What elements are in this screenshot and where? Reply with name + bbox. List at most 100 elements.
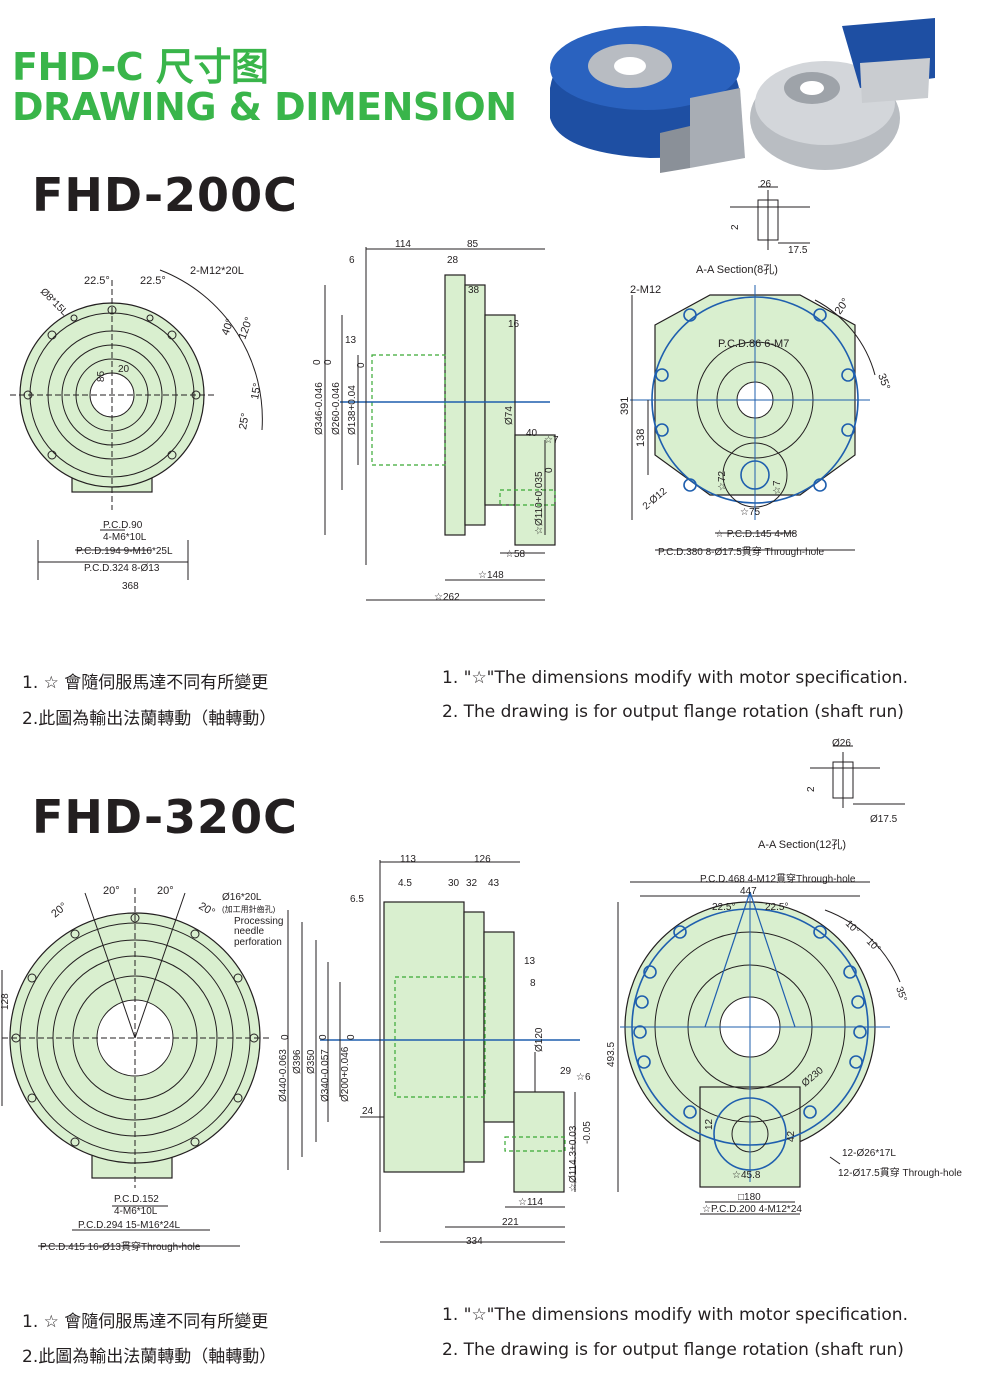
front320-proc-1: Processing <box>234 916 283 927</box>
rear320-dim-12: 12 <box>704 1118 715 1130</box>
front320-pcd294: P.C.D.294 15-M16*24L <box>78 1220 181 1231</box>
section-detail-200c: 26 2 17.5 A-A Section(8孔) <box>696 179 810 276</box>
front320-pcd152: P.C.D.152 <box>114 1194 159 1205</box>
side320-dim-126: 126 <box>474 854 491 865</box>
front-angle-b: 22.5° <box>140 275 166 287</box>
side320-d114-3-bottom: -0.05 <box>582 1121 593 1144</box>
rear320-height: 493.5 <box>606 1042 617 1067</box>
product-photos <box>550 18 935 173</box>
front320-angle-c: 20° <box>157 885 174 897</box>
rear-d75: ☆75 <box>740 507 761 518</box>
side320-dim-32: 32 <box>466 878 478 889</box>
front320-tap-cn: (加工用針齒孔) <box>222 904 276 914</box>
fhd320c-rear-view: P.C.D.468 4-M12貫穿Through-hole 447 22.5° … <box>606 872 962 1215</box>
fhd320c-side-view: 113 126 4.5 30 32 43 6.5 0 Ø440-0.063 Ø3… <box>278 854 593 1247</box>
side-d74: Ø74 <box>504 406 515 425</box>
front-tap: 2-M12*20L <box>190 265 244 277</box>
rear-angle-35: 35° <box>875 372 892 392</box>
side-dim-58: ☆58 <box>505 549 526 560</box>
title-english: DRAWING & DIMENSION <box>12 85 517 129</box>
model-title-fhd320c: FHD-320C <box>32 790 298 844</box>
front320-tap: Ø16*20L <box>222 892 262 903</box>
silver-actuator-photo <box>750 18 935 170</box>
side-d346-top: 0 <box>312 359 323 365</box>
side320-dim-8: 8 <box>530 978 536 989</box>
side320-d350: Ø350 <box>306 1049 317 1074</box>
front320-pcd152-holes: 4-M6*10L <box>114 1206 158 1217</box>
side320-d440-top: 0 <box>280 1034 291 1040</box>
side-dim-85: 85 <box>467 239 479 250</box>
side-dim-38: 38 <box>468 285 480 296</box>
rear320-square-180: □180 <box>738 1192 761 1203</box>
side320-dim-24: 24 <box>362 1106 374 1117</box>
note-en-1-320c: 1. "☆"The dimensions modify with motor s… <box>442 1305 908 1325</box>
rear320-d175: 12-Ø17.5貫穿 Through-hole <box>838 1166 962 1179</box>
side320-d200: Ø200+0.046 <box>340 1046 351 1102</box>
section320-dim-2: 2 <box>806 786 817 792</box>
side-dim-114: 114 <box>395 239 411 250</box>
side320-dim-114: ☆114 <box>518 1197 543 1208</box>
note-cn-2-200c: 2.此圖為輸出法蘭轉動（軸轉動） <box>22 709 277 729</box>
side320-dim-29: 29 <box>560 1066 572 1077</box>
side-d260: Ø260-0.046 <box>331 382 342 435</box>
front320-proc-3: perforation <box>234 937 282 948</box>
front-pcd194: P.C.D.194 9-M16*25L <box>76 546 173 557</box>
front-angle-a: 22.5° <box>84 275 110 287</box>
front-pcd90-holes: 4-M6*10L <box>103 532 147 543</box>
section320-dim-26: Ø26 <box>832 738 851 749</box>
front320-angle-d: 20° <box>197 900 217 919</box>
front-angle-e: 15° <box>249 382 264 400</box>
side-dim-6: 6 <box>349 255 355 266</box>
note-cn-1-200c: 1. ☆ 會隨伺服馬達不同有所變更 <box>22 673 269 693</box>
note-en-2-320c: 2. The drawing is for output flange rota… <box>442 1340 904 1360</box>
fhd200c-side-view: 114 85 6 28 38 16 13 0 Ø346-0.046 Ø260-0… <box>312 239 559 603</box>
side320-d440: Ø440-0.063 <box>278 1049 289 1102</box>
section320-label: A-A Section(12孔) <box>758 838 846 851</box>
fhd200c-rear-view: 26 2 17.5 A-A Section(8孔) 2-M12 20° 35° … <box>619 179 892 558</box>
rear320-angle-35: 35° <box>893 985 909 1003</box>
rear320-width-447: 447 <box>740 886 757 897</box>
note-en-2-200c: 2. The drawing is for output flange rota… <box>442 702 904 722</box>
side-d110: ☆Ø110+0.035 <box>534 471 545 535</box>
note-cn-1-320c: 1. ☆ 會隨伺服馬達不同有所變更 <box>22 1312 269 1332</box>
side320-d200-bottom: 0 <box>346 1034 357 1040</box>
rear320-angle-10b: 10° <box>864 936 882 954</box>
side320-dim-221: 221 <box>502 1217 519 1228</box>
rear-d12: 2-Ø12 <box>641 486 670 513</box>
front320-proc-2: needle <box>234 926 264 937</box>
rear320-dim-42: 42 <box>786 1130 797 1142</box>
rear320-d26: 12-Ø26*17L <box>842 1148 896 1159</box>
rear-pcd86: P.C.D.86 6-M7 <box>718 338 789 350</box>
title-chinese: FHD-C 尺寸图 <box>12 45 269 89</box>
side320-dim-45: 4.5 <box>398 878 412 889</box>
front320-angle-a: 20° <box>49 900 69 920</box>
rear-height-138: 138 <box>635 429 647 447</box>
rear-d7: ☆7 <box>772 480 783 495</box>
fhd200c-front-view: Ø8*15L 22.5° 22.5° 2-M12*20L 40° 120° 15… <box>10 265 264 592</box>
side-d110-bottom: 0 <box>544 467 555 473</box>
front-pcd90: P.C.D.90 <box>103 520 143 531</box>
side320-dim-113: 113 <box>400 854 416 865</box>
side-d138-bottom: 0 <box>356 362 367 368</box>
front-angle-f: 25° <box>237 412 252 430</box>
rear-tap: 2-M12 <box>630 284 661 296</box>
section320-dim-175: Ø17.5 <box>870 814 898 825</box>
side-dim-148: ☆148 <box>478 570 504 581</box>
front-pcd324: P.C.D.324 8-Ø13 <box>84 563 160 574</box>
side-dim-28: 28 <box>447 255 459 266</box>
front320-angle-b: 20° <box>103 885 120 897</box>
side320-dim-13: 13 <box>524 956 536 967</box>
side-d346: Ø346-0.046 <box>314 382 325 435</box>
rear320-angle-a: 22.5° <box>712 902 735 913</box>
side320-dim-65: 6.5 <box>350 894 364 905</box>
side320-d114-3: ☆Ø114.3+0.03 <box>568 1125 579 1192</box>
side320-dim-43: 43 <box>488 878 500 889</box>
side-dim-16: 16 <box>508 319 520 330</box>
rear-pcd380: P.C.D.380 8-Ø17.5貫穿 Through-hole <box>658 545 824 558</box>
side320-dim-334: 334 <box>466 1236 483 1247</box>
front-dim-85: 85 <box>96 370 107 382</box>
section-dim-2: 2 <box>730 224 741 230</box>
rear320-pcd468: P.C.D.468 4-M12貫穿Through-hole <box>700 872 856 885</box>
side-d260-top: 0 <box>323 359 334 365</box>
side320-d120: Ø120 <box>534 1027 545 1052</box>
